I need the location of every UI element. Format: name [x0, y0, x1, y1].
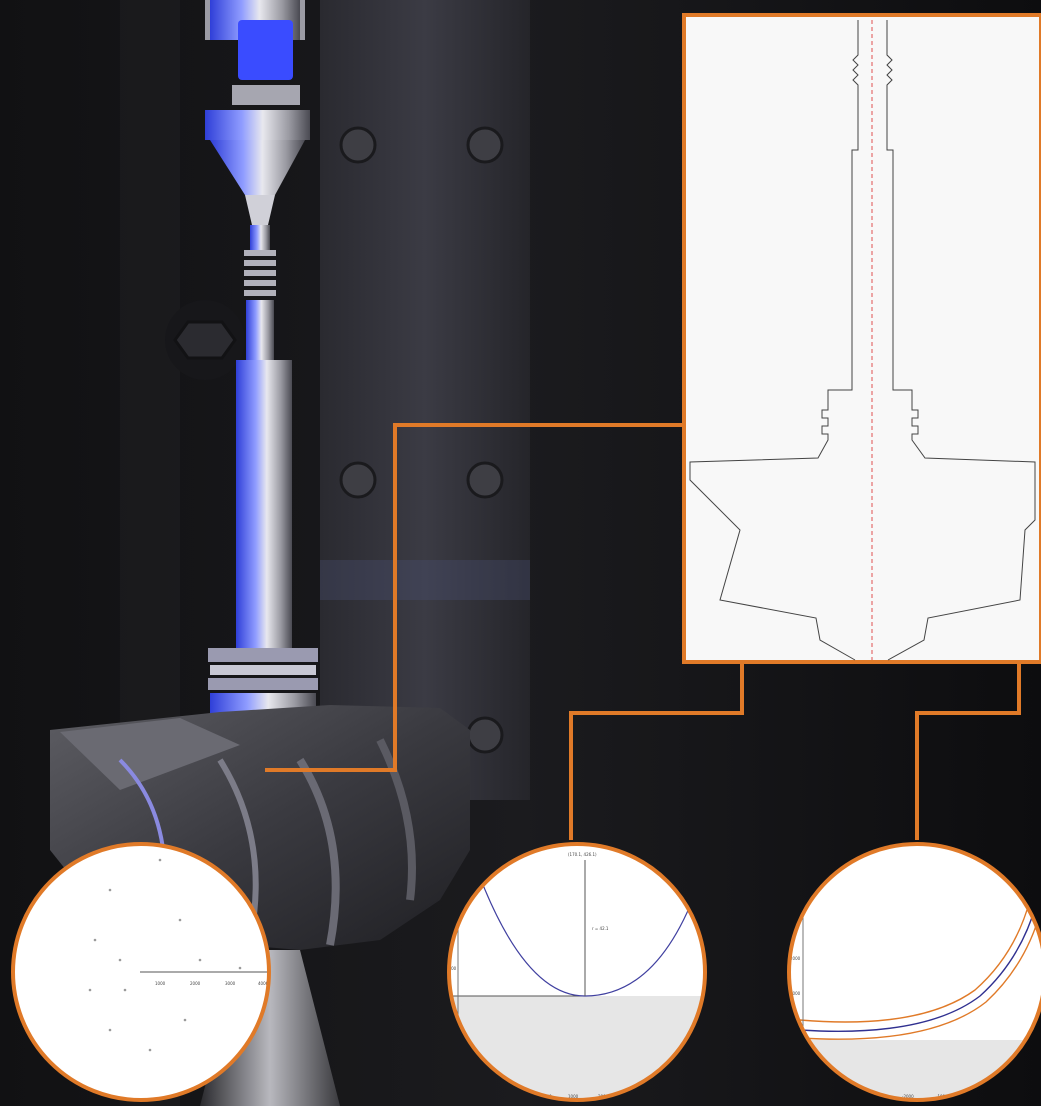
machine-backplate	[320, 0, 530, 800]
callout-lines	[265, 423, 1021, 840]
polar-tick: 4000	[258, 981, 269, 986]
curves-y-tick: 2000	[790, 956, 801, 961]
hex-bolt	[165, 300, 245, 380]
polar-tick: 3000	[225, 981, 236, 986]
polar-inset: 1000 2000 3000 4000	[11, 842, 271, 1102]
polar-tick-labels: 1000 2000 3000 4000	[155, 981, 269, 986]
curves-y-tick: 1000	[790, 991, 801, 996]
turbine-wheel	[50, 705, 470, 1106]
curves-x-tick: -2000	[902, 1094, 914, 1099]
radius-y-tick: 4000	[446, 966, 457, 971]
radius-x-tick: 1000	[568, 1094, 579, 1099]
polar-tick: 2000	[190, 981, 201, 986]
shaft	[208, 225, 318, 717]
center-coordinate-label: (170.1, 426.1)	[568, 852, 597, 857]
chuck	[205, 0, 310, 225]
mounting-holes	[339, 126, 504, 754]
polar-tick: 1000	[155, 981, 166, 986]
profile-inset	[682, 13, 1041, 664]
radius-label: r = 42.1	[592, 926, 609, 931]
